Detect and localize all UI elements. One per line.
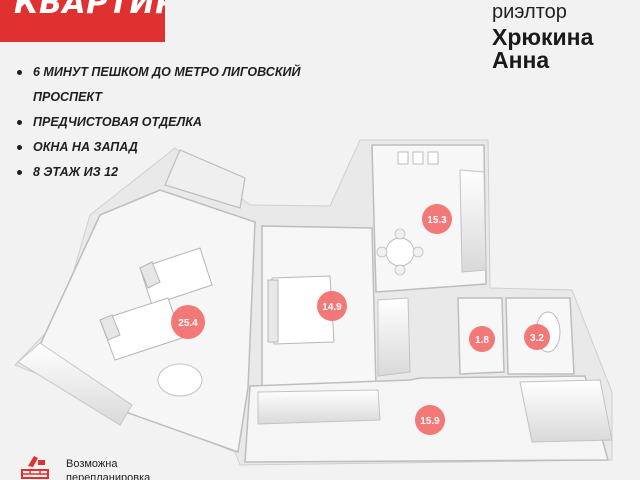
feature-item: ПРЕДЧИСТОВАЯ ОТДЕЛКА (16, 110, 300, 135)
feature-list: 6 МИНУТ ПЕШКОМ ДО МЕТРО ЛИГОВСКИЙ ПРОСПЕ… (16, 60, 300, 185)
area-label-room-1: 25.4 (178, 318, 198, 329)
dining-table (376, 228, 424, 276)
area-marker-kitchen-dot (422, 204, 452, 234)
area-marker-hall-dot (415, 405, 445, 435)
area-marker-kitchen: 15.3 (422, 204, 452, 234)
bullet-icon (17, 145, 22, 150)
area-marker-room-1-dot (171, 305, 205, 339)
note-line2: перепланировка (66, 472, 151, 480)
room-1-balcony (164, 149, 246, 209)
double-bed (267, 275, 335, 345)
kitchen-counter (459, 169, 487, 273)
area-label-hall: 15.9 (420, 416, 440, 427)
hall-wardrobe (257, 389, 381, 425)
feature-item: ОКНА НА ЗАПАД (16, 135, 300, 160)
title-banner: КВАРТИРА (0, 0, 165, 42)
replanning-note: Возможна перепланировка (20, 452, 220, 480)
realtor-role: риэлтор (492, 1, 567, 23)
banner-title: КВАРТИРА (14, 0, 165, 21)
kitchen-windows (397, 151, 439, 165)
bed-2 (99, 297, 183, 361)
area-label-kitchen: 15.3 (427, 215, 447, 226)
floor-plan: 25.4 14.9 15.3 1.8 3.2 15.9 (14, 139, 613, 466)
renovation-icon (21, 456, 49, 479)
realtor-name-line2: Анна (492, 47, 550, 73)
feature-item: ПРОСПЕКТ (33, 90, 102, 104)
area-marker-bathroom-1-dot (469, 326, 495, 352)
area-marker-bathroom-2: 3.2 (524, 324, 550, 350)
wardrobe (377, 297, 411, 377)
area-label-room-2: 14.9 (322, 302, 342, 313)
bed-1 (139, 247, 213, 306)
feature-item: 6 МИНУТ ПЕШКОМ ДО МЕТРО ЛИГОВСКИЙ (16, 60, 300, 85)
bullet-icon (17, 120, 22, 125)
feature-item: 8 ЭТАЖ ИЗ 12 (16, 160, 300, 185)
realtor-name-line1: Хрюкина (492, 24, 594, 50)
area-marker-bathroom-2-dot (524, 324, 550, 350)
area-marker-bathroom-1: 1.8 (469, 326, 495, 352)
bullet-icon (17, 170, 22, 175)
realtor-name: Хрюкина Анна (492, 26, 593, 72)
round-pouf (157, 363, 203, 397)
area-label-bathroom-1: 1.8 (475, 335, 489, 346)
area-marker-hall: 15.9 (415, 405, 445, 435)
note-line1: Возможна (66, 458, 118, 470)
area-marker-room-2: 14.9 (317, 291, 347, 321)
area-label-bathroom-2: 3.2 (530, 333, 544, 344)
area-marker-room-2-dot (317, 291, 347, 321)
bullet-icon (17, 70, 22, 75)
room-1-sofa-wall (17, 342, 133, 426)
area-marker-room-1: 25.4 (171, 305, 205, 339)
hall-storage (519, 379, 613, 443)
